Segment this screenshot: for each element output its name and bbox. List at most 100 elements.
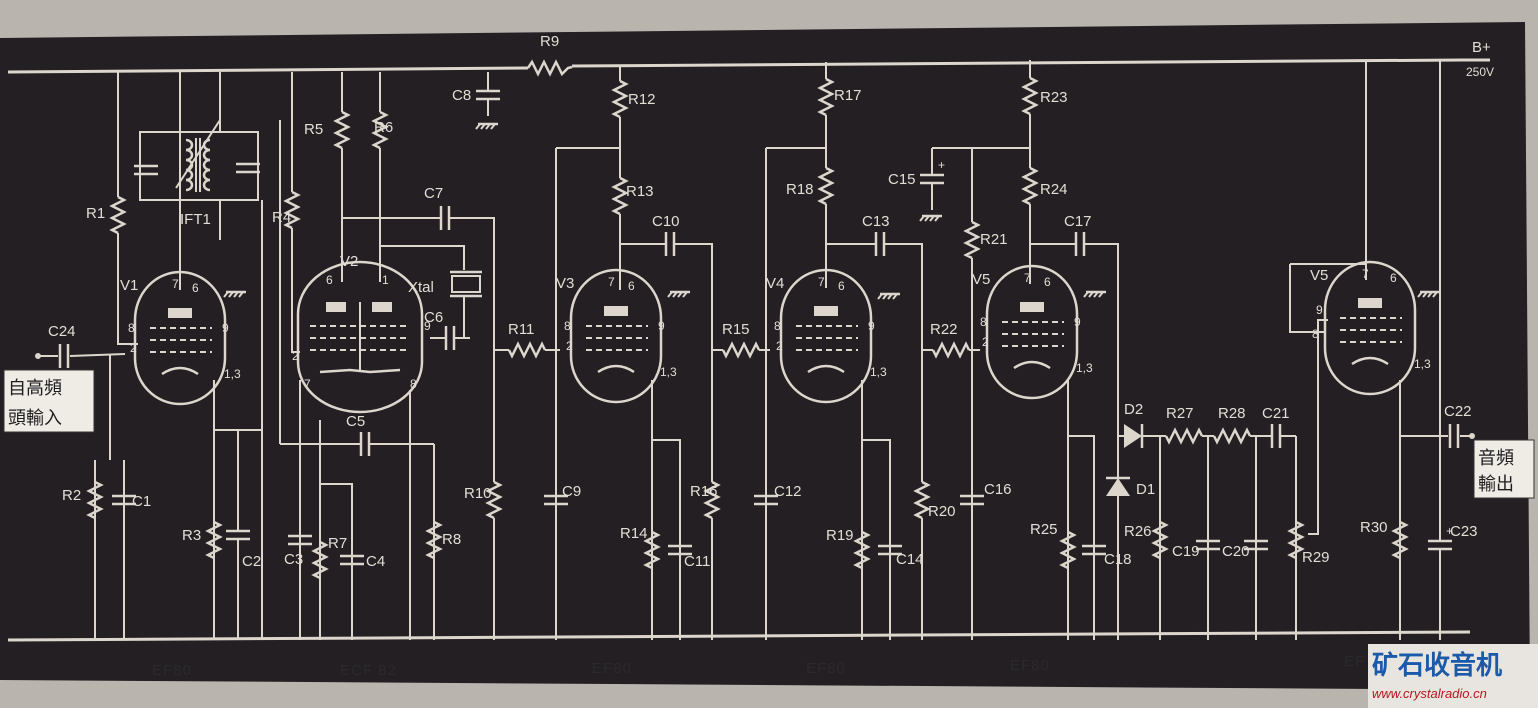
wire xyxy=(1308,319,1328,535)
resistor-r6: R6 xyxy=(371,100,393,160)
wire xyxy=(470,217,495,470)
svg-text:6: 6 xyxy=(628,279,635,293)
svg-text:R20: R20 xyxy=(928,503,956,520)
svg-text:C16: C16 xyxy=(984,481,1012,498)
tube-ref-v5: V5 xyxy=(972,271,990,288)
svg-text:R28: R28 xyxy=(1218,405,1246,422)
ground-symbol xyxy=(877,292,900,300)
resistor-r7: R7 xyxy=(311,520,347,600)
svg-text:R13: R13 xyxy=(626,183,654,200)
svg-text:C21: C21 xyxy=(1262,405,1290,422)
resistor-r30: R30 xyxy=(1360,500,1409,580)
tube-ref-v4: V4 xyxy=(766,275,784,292)
svg-text:C20: C20 xyxy=(1222,543,1250,560)
capacitor-c21: C21 xyxy=(1256,405,1296,448)
svg-text:C12: C12 xyxy=(774,483,802,500)
tube-ref-v6: V5 xyxy=(1310,267,1328,284)
svg-text:R9: R9 xyxy=(540,33,559,50)
svg-text:1,3: 1,3 xyxy=(1414,357,1431,371)
svg-text:自高頻: 自高頻 xyxy=(8,378,62,399)
tube-type-v2: ECF 82 xyxy=(340,662,397,679)
tube-type-v3: EF80 xyxy=(592,660,632,677)
capacitor-c13: C13 xyxy=(860,213,900,256)
capacitor-c2: C2 xyxy=(226,430,261,640)
capacitor-c15: +C15 xyxy=(888,148,945,210)
svg-text:1,3: 1,3 xyxy=(1076,361,1093,375)
ground-symbol xyxy=(1083,290,1106,298)
svg-text:R5: R5 xyxy=(304,121,323,138)
ground-symbol xyxy=(667,290,690,298)
resistor-r26: R26 xyxy=(1124,500,1169,580)
svg-text:R10: R10 xyxy=(464,485,492,502)
input-label-box: 自高頻 頭輸入 xyxy=(3,369,95,433)
svg-text:9: 9 xyxy=(222,321,229,335)
svg-text:9: 9 xyxy=(1074,315,1081,329)
svg-text:C17: C17 xyxy=(1064,213,1092,230)
svg-text:7: 7 xyxy=(608,275,615,289)
svg-text:C6: C6 xyxy=(424,309,443,326)
svg-text:V2: V2 xyxy=(340,253,358,270)
capacitor-c23: +C23 xyxy=(1428,500,1478,590)
svg-text:R24: R24 xyxy=(1040,181,1068,198)
svg-text:C5: C5 xyxy=(346,413,365,430)
resistor-r17: R17 xyxy=(817,76,862,118)
svg-text:C15: C15 xyxy=(888,171,916,188)
transformer-ift1: IFT1 xyxy=(134,119,260,228)
supply-label: B+ xyxy=(1472,39,1491,56)
power-rail xyxy=(7,58,1490,74)
svg-text:R8: R8 xyxy=(442,531,461,548)
capacitor-c17: C17 xyxy=(1060,213,1100,256)
svg-text:9: 9 xyxy=(658,319,665,333)
resistor-r13: R13 xyxy=(611,176,654,216)
capacitor-c7: C7 xyxy=(420,185,470,230)
svg-text:R11: R11 xyxy=(508,321,534,338)
resistor-r12: R12 xyxy=(611,78,656,120)
svg-text:R23: R23 xyxy=(1040,89,1068,106)
svg-text:R25: R25 xyxy=(1030,521,1058,538)
output-c22: C22 xyxy=(1400,403,1475,448)
svg-text:輸出: 輸出 xyxy=(1478,474,1514,495)
svg-text:C22: C22 xyxy=(1444,403,1472,420)
svg-text:C10: C10 xyxy=(652,213,680,230)
svg-text:6: 6 xyxy=(326,273,333,287)
svg-text:C24: C24 xyxy=(48,323,76,340)
capacitor-c11: C11 xyxy=(668,510,710,590)
capacitor-c3: C3 xyxy=(284,500,312,580)
svg-text:R22: R22 xyxy=(930,321,958,338)
svg-text:8: 8 xyxy=(564,319,571,333)
svg-text:R30: R30 xyxy=(1360,519,1388,536)
svg-text:R16: R16 xyxy=(690,483,718,500)
resistor-r15: R15 xyxy=(712,321,770,359)
svg-text:6: 6 xyxy=(1390,271,1397,285)
resistor-r29: R29 xyxy=(1287,500,1330,580)
tube-type-v5: EF80 xyxy=(1010,657,1050,674)
svg-text:C3: C3 xyxy=(284,551,303,568)
svg-text:R14: R14 xyxy=(620,525,648,542)
svg-text:1: 1 xyxy=(382,273,389,287)
resistor-r22: R22 xyxy=(922,321,980,359)
svg-text:1,3: 1,3 xyxy=(660,365,677,379)
capacitor-c10: C10 xyxy=(650,213,690,256)
svg-text:2: 2 xyxy=(776,339,783,353)
resistor-r9: R9 xyxy=(526,33,573,77)
capacitor-c4: C4 xyxy=(340,520,385,600)
tube-ref-v3: V3 xyxy=(556,275,574,292)
svg-text:Xtal: Xtal xyxy=(408,279,434,296)
resistor-r21: R21 xyxy=(963,210,1008,270)
svg-text:IFT1: IFT1 xyxy=(180,211,211,228)
svg-text:C13: C13 xyxy=(862,213,890,230)
resistor-r10: R10 xyxy=(464,470,503,530)
wire xyxy=(291,240,300,353)
supply-voltage: 250V xyxy=(1466,65,1494,79)
svg-text:8: 8 xyxy=(980,315,987,329)
svg-text:音頻: 音頻 xyxy=(1478,448,1514,469)
svg-text:9: 9 xyxy=(868,319,875,333)
diode-d1: D1 xyxy=(1106,436,1155,640)
svg-text:C2: C2 xyxy=(242,553,261,570)
ground-symbol xyxy=(1417,290,1440,298)
capacitor-c19: C19 xyxy=(1172,500,1220,590)
resistor-r18: R18 xyxy=(786,162,835,210)
